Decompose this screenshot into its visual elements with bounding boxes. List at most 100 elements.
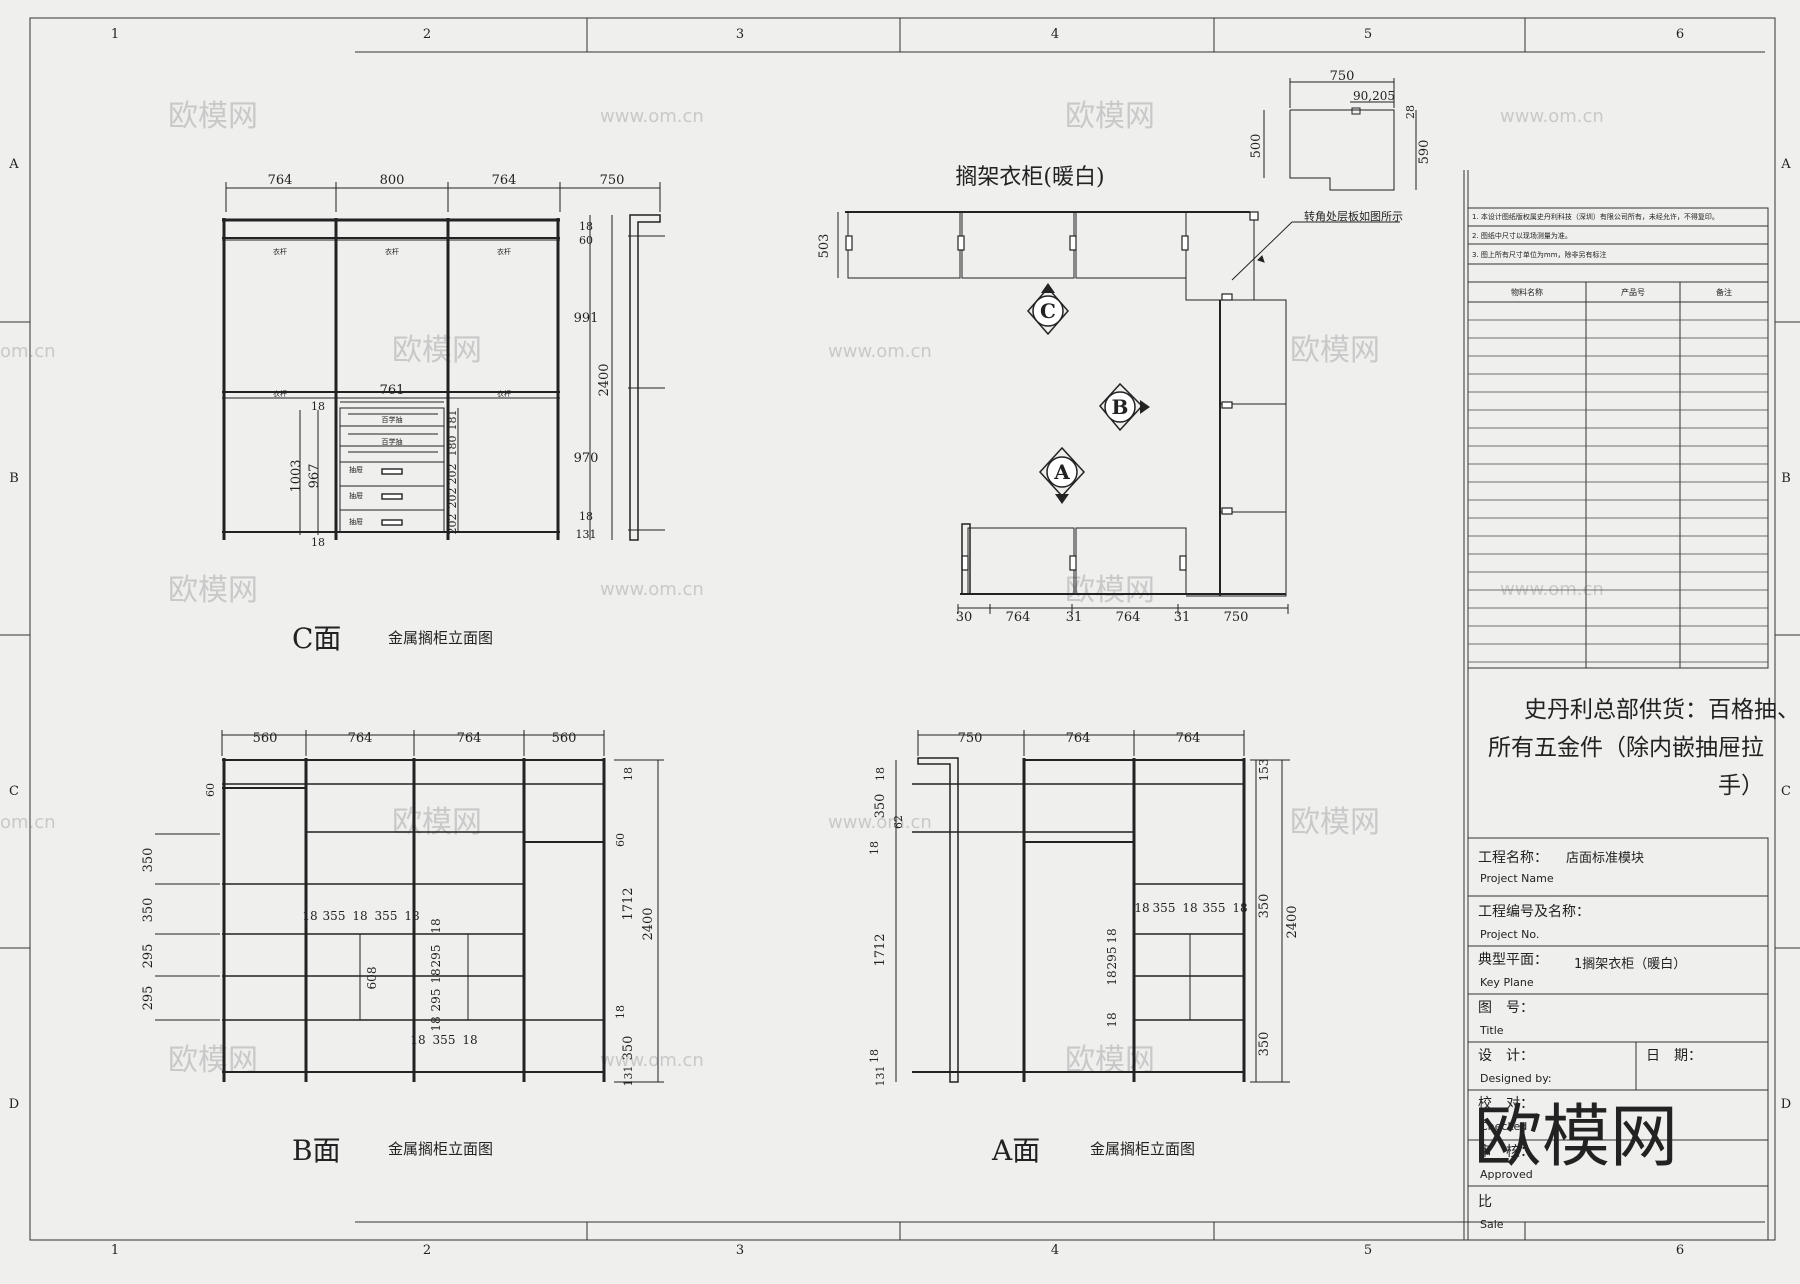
watermark-url: www.om.cn <box>600 1050 704 1071</box>
dim-c-right-3: 991 <box>574 311 599 326</box>
field-approved-sub: Approved <box>1480 1168 1533 1181</box>
elevation-b: 560 764 764 560 60 350 350 295 295 18 60… <box>141 730 664 1167</box>
dim-b-right-3: 1712 <box>621 887 636 920</box>
watermark-url: www.om.cn <box>600 579 704 600</box>
field-designed-sub: Designed by: <box>1480 1072 1552 1085</box>
dim-b-vert-3: 295 <box>429 945 443 968</box>
drawer-handle <box>381 519 403 526</box>
dim-b-left-1: 60 <box>204 783 217 797</box>
dim-a-right-2: 350 <box>1257 894 1272 919</box>
dim-b-left-2: 350 <box>141 848 156 873</box>
dim-a-top-1: 750 <box>958 731 983 746</box>
rail-label: 衣杆 <box>385 247 399 256</box>
field-scale-label: 比 <box>1478 1194 1492 1210</box>
dim-b-right-4: 18 <box>614 1005 627 1019</box>
drawer-unit <box>339 407 445 533</box>
shelf-detail: 750 90,205 500 590 28 <box>1249 69 1432 191</box>
dim-a-inner-1: 18 <box>1134 901 1149 915</box>
rail-label: 衣杆 <box>273 389 287 398</box>
dim-b-vert-1: 608 <box>365 967 379 990</box>
row-label-d-left: D <box>9 1097 19 1112</box>
field-project-name-label: 工程名称： <box>1478 850 1548 866</box>
col-label-2-bottom: 2 <box>423 1243 431 1258</box>
field-key-plane-sub: Key Plane <box>1480 976 1534 989</box>
drawer-label: 抽屉 <box>349 491 363 500</box>
dim-b-vert-4: 18 <box>429 968 443 983</box>
dim-c-drawer-width: 761 <box>380 383 405 398</box>
drawer-label: 抽屉 <box>349 517 363 526</box>
watermark-url: om.cn <box>0 341 56 362</box>
detail-height: 500 <box>1249 134 1264 159</box>
rail-label: 衣杆 <box>273 247 287 256</box>
row-label-d-right: D <box>1781 1097 1791 1112</box>
watermark-text: 欧模网 <box>1065 573 1155 608</box>
dim-b-left-5: 295 <box>141 986 156 1011</box>
elevation-c-caption: 金属搁柜立面图 <box>388 629 493 647</box>
note-2: 2. 图纸中尺寸以现场测量为准。 <box>1472 231 1572 240</box>
dim-b-inner-1: 18 <box>302 909 317 923</box>
plan-title: 搁架衣柜(暖白) <box>955 165 1104 190</box>
dim-plan-bottom-1: 30 <box>956 610 973 625</box>
dim-a-top-2: 764 <box>1066 731 1091 746</box>
row-label-b-right: B <box>1781 471 1791 486</box>
dim-plan-bottom-6: 750 <box>1224 610 1249 625</box>
dim-b-right-5: 350 <box>621 1036 636 1061</box>
note-1: 1. 本设计图纸版权属史丹利科技（深圳）有限公司所有，未经允许，不得复印。 <box>1472 212 1719 221</box>
watermark-url: www.om.cn <box>1500 106 1604 127</box>
dim-c-left-3: 967 <box>307 464 322 489</box>
dim-c-overall: 2400 <box>597 363 612 396</box>
dim-a-inner-5: 18 <box>1232 901 1247 915</box>
col-label-2-top: 2 <box>423 27 431 42</box>
dim-c-drawer-4: 202 <box>446 488 459 509</box>
elevation-a-caption: 金属搁柜立面图 <box>1090 1140 1195 1158</box>
dim-b-top-1: 560 <box>253 731 278 746</box>
watermark-text: 欧模网 <box>392 805 482 840</box>
field-checked-label: 校 对： <box>1478 1095 1534 1112</box>
plan-marker-c: C <box>1027 283 1069 336</box>
dim-b-right-2: 60 <box>614 833 627 847</box>
watermark-url: www.om.cn <box>1500 579 1604 600</box>
supply-note-line-2: 所有五金件（除内嵌抽屉拉 <box>1488 735 1764 761</box>
field-approved-label: 审 核： <box>1478 1144 1534 1160</box>
dim-c-drawer-2: 180 <box>446 436 459 457</box>
field-date-label: 日 期： <box>1646 1048 1702 1064</box>
dim-b-inner2-3: 18 <box>462 1033 477 1047</box>
watermarks: 欧模网 www.om.cn 欧模网 www.om.cn om.cn 欧模网 ww… <box>0 99 1604 1078</box>
field-title-sub: Title <box>1479 1024 1504 1037</box>
detail-width-2: 90,205 <box>1353 89 1395 103</box>
dim-c-drawer-1: 181 <box>446 410 459 431</box>
elevation-c: 764 800 764 750 761 18 60 991 970 18 131… <box>222 173 665 655</box>
dim-c-left-2: 1003 <box>289 459 304 492</box>
dim-a-vert-3: 18 <box>1105 970 1119 985</box>
plan-view: 搁架衣柜(暖白) <box>817 165 1403 625</box>
dim-b-right-1: 18 <box>622 767 635 781</box>
detail-width: 750 <box>1330 69 1355 84</box>
dim-a-right-1: 153 <box>1257 759 1271 782</box>
watermark-url: om.cn <box>0 812 56 833</box>
dim-plan-bottom-3: 31 <box>1066 610 1083 625</box>
dim-a-left-5: 1712 <box>873 933 888 966</box>
dim-c-top-2: 800 <box>380 173 405 188</box>
dim-a-vert-4: 18 <box>1105 1012 1119 1027</box>
elevation-b-label: B面 <box>292 1134 341 1167</box>
drawer-label: 百学抽 <box>382 415 403 424</box>
col-label-6-bottom: 6 <box>1676 1243 1684 1258</box>
dim-b-vert-5: 295 <box>429 989 443 1012</box>
elevation-a: 750 764 764 18 350 62 18 1712 18 131 153… <box>868 730 1300 1167</box>
table-header-remarks: 备注 <box>1716 287 1732 297</box>
dim-b-overall: 2400 <box>641 907 656 940</box>
field-project-name-value: 店面标准模块 <box>1566 851 1644 866</box>
row-label-b-left: B <box>9 471 19 486</box>
marker-b-text: B <box>1112 395 1129 419</box>
dim-a-top-3: 764 <box>1176 731 1201 746</box>
watermark-large: 欧模网 <box>1474 1098 1678 1177</box>
dim-b-right-6: 131 <box>622 1066 635 1087</box>
dim-plan-bottom-5: 31 <box>1174 610 1191 625</box>
detail-height-2: 590 <box>1417 140 1432 165</box>
notes: 1. 本设计图纸版权属史丹利科技（深圳）有限公司所有，未经允许，不得复印。 2.… <box>1472 212 1719 259</box>
col-label-4-bottom: 4 <box>1051 1243 1059 1258</box>
title-block: 1. 本设计图纸版权属史丹利科技（深圳）有限公司所有，未经允许，不得复印。 2.… <box>1463 170 1800 1241</box>
dim-a-left-6: 18 <box>868 1049 881 1063</box>
dim-c-right-4: 970 <box>574 451 599 466</box>
